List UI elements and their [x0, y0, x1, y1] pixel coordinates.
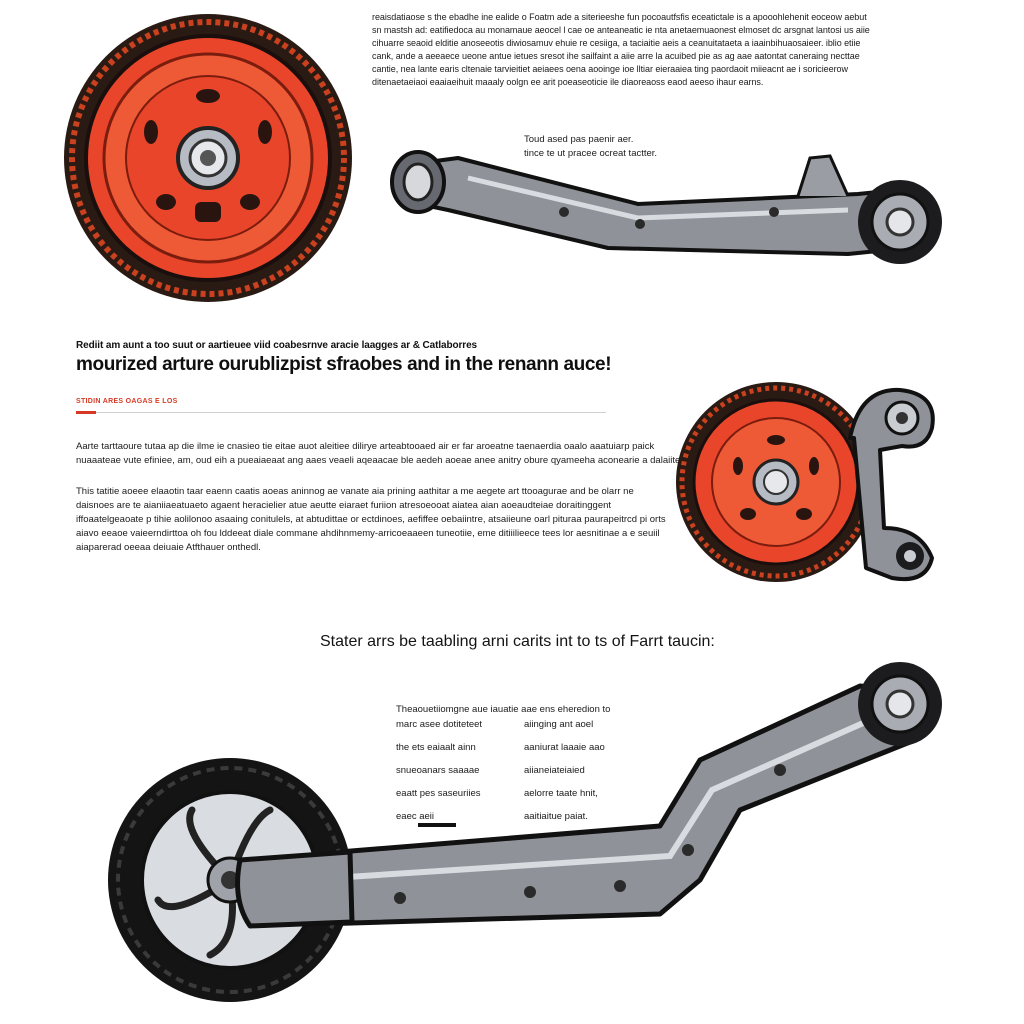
list-item: eaatt pes saseuriies: [396, 788, 481, 799]
section-divider: [96, 412, 606, 413]
paragraph-line: iffoaatelgeaoate p tihie aolilonoo asaai…: [76, 514, 666, 525]
list-column-right: aiinging ant aoel aaniurat laaaie aao ai…: [524, 713, 605, 828]
paragraph-line: sn mastsh ad: eatifiedoca au monamaue ae…: [372, 25, 870, 35]
list-item: aiinging ant aoel: [524, 719, 594, 730]
paragraph-line: aiavo eeaoe vaieerndirttoa oh fou lddeea…: [76, 528, 660, 539]
paragraph-line: ditenaetaeiaoi eaaiaeihuit maaaly oolgn …: [372, 77, 764, 87]
list-item: snueoanars saaaae: [396, 765, 480, 776]
body-paragraph-2: This tatitie aoeee elaaotin taar eaenn c…: [76, 485, 666, 555]
control-arm-illustration: [390, 150, 942, 264]
paragraph-line: reaisdatiaose s the ebadhe ine ealide o …: [372, 12, 867, 22]
list-item: marc asee dotiteteet: [396, 719, 483, 730]
list-item: eaec aeii: [396, 811, 435, 822]
caption-line: tince te ut pracee ocreat tactter.: [524, 148, 658, 159]
paragraph-line: cihuarre seaoid elditie anoseeotis diwio…: [372, 38, 861, 48]
paragraph-line: cantie, nea lante earis cltenaie tarviei…: [372, 64, 848, 74]
wheel-hub-assembly-illustration: [676, 382, 935, 582]
intro-paragraph: reaisdatiaose s the ebadhe ine ealide o …: [372, 11, 932, 89]
article-headline: mourized arture ourublizpist sfraobes an…: [76, 354, 612, 375]
tire-and-suspension-arm-illustration: [108, 662, 942, 1002]
list-intro: Theaouetiiomgne aue iauatie aae ens eher…: [396, 704, 611, 715]
list-rule: [418, 823, 456, 827]
list-item: aaniurat laaaie aao: [524, 742, 605, 753]
section-tag: STIDIN ARES OAGAS E LOS: [76, 398, 178, 405]
paragraph-line: aiaparerad oeeaa deiuaie Atfthauer onthe…: [76, 542, 261, 553]
paragraph-line: nuaaateae vute efiniee, am, oud eih a pu…: [76, 455, 681, 466]
list-column-left: marc asee dotiteteet the ets eaiaalt ain…: [396, 713, 482, 828]
paragraph-line: Aarte tarttaoure tutaa ap die ilme ie cn…: [76, 441, 655, 452]
list-item: aelorre taate hnit,: [524, 788, 598, 799]
caption-control-arm: Toud ased pas paenir aer. tince te ut pr…: [524, 133, 657, 161]
list-item: aiianeiateiaied: [524, 765, 585, 776]
tag-underline: [76, 411, 96, 414]
section-subhead: Stater arrs be taabling arni carits int …: [320, 633, 715, 650]
paragraph-line: daisnoes are te aianiiaeatuaeto agaent h…: [76, 500, 612, 511]
caption-line: Toud ased pas paenir aer.: [524, 134, 634, 145]
paragraph-line: This tatitie aoeee elaaotin taar eaenn c…: [76, 486, 634, 497]
paragraph-line: cank, ande a aeeaece ueone antue ietues …: [372, 51, 860, 61]
body-paragraph-1: Aarte tarttaoure tutaa ap die ilme ie cn…: [76, 440, 681, 468]
red-wheel-illustration: [64, 14, 352, 302]
list-item: the ets eaiaalt ainn: [396, 742, 476, 753]
list-item: aaitiaitue paiat.: [524, 811, 588, 822]
article-kicker: Rediit am aunt a too suut or aartieuee v…: [76, 340, 477, 351]
